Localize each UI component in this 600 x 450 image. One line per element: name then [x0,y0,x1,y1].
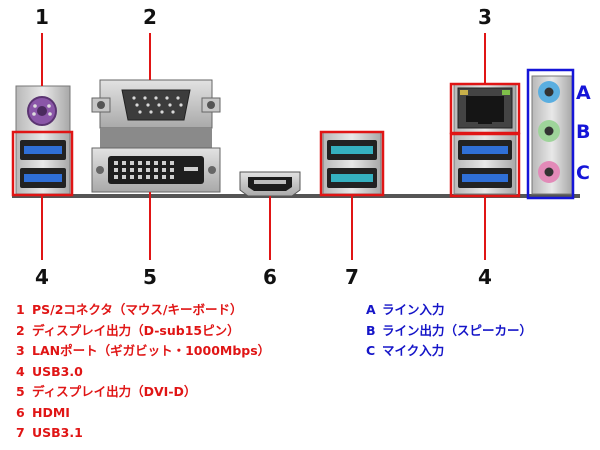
hdmi-port [239,171,301,197]
callout-4-right: 4 [478,265,492,289]
callout-4-left: 4 [35,265,49,289]
callout-7: 7 [345,265,359,289]
vga-dsub-port [91,79,221,148]
callout-3: 3 [478,5,492,29]
highlight-box-4-left [11,130,74,197]
audio-jack-stack [526,68,575,200]
lan-usb-stack [449,82,521,198]
callout-a: A [576,82,591,104]
usb31-stack [319,130,385,197]
callout-c: C [576,162,590,184]
callout-5: 5 [143,265,157,289]
ps2-usb-stack [11,85,74,197]
dvi-d-port [91,147,221,193]
highlight-box-audio [526,68,575,200]
callout-6: 6 [263,265,277,289]
baseline-plate [12,194,580,198]
leader-lines [41,33,486,260]
callout-b: B [576,121,590,143]
callout-2: 2 [143,5,157,29]
io-panel-diagram: 1 2 3 4 5 6 7 4 A B C [11,5,591,289]
callout-1: 1 [35,5,49,29]
